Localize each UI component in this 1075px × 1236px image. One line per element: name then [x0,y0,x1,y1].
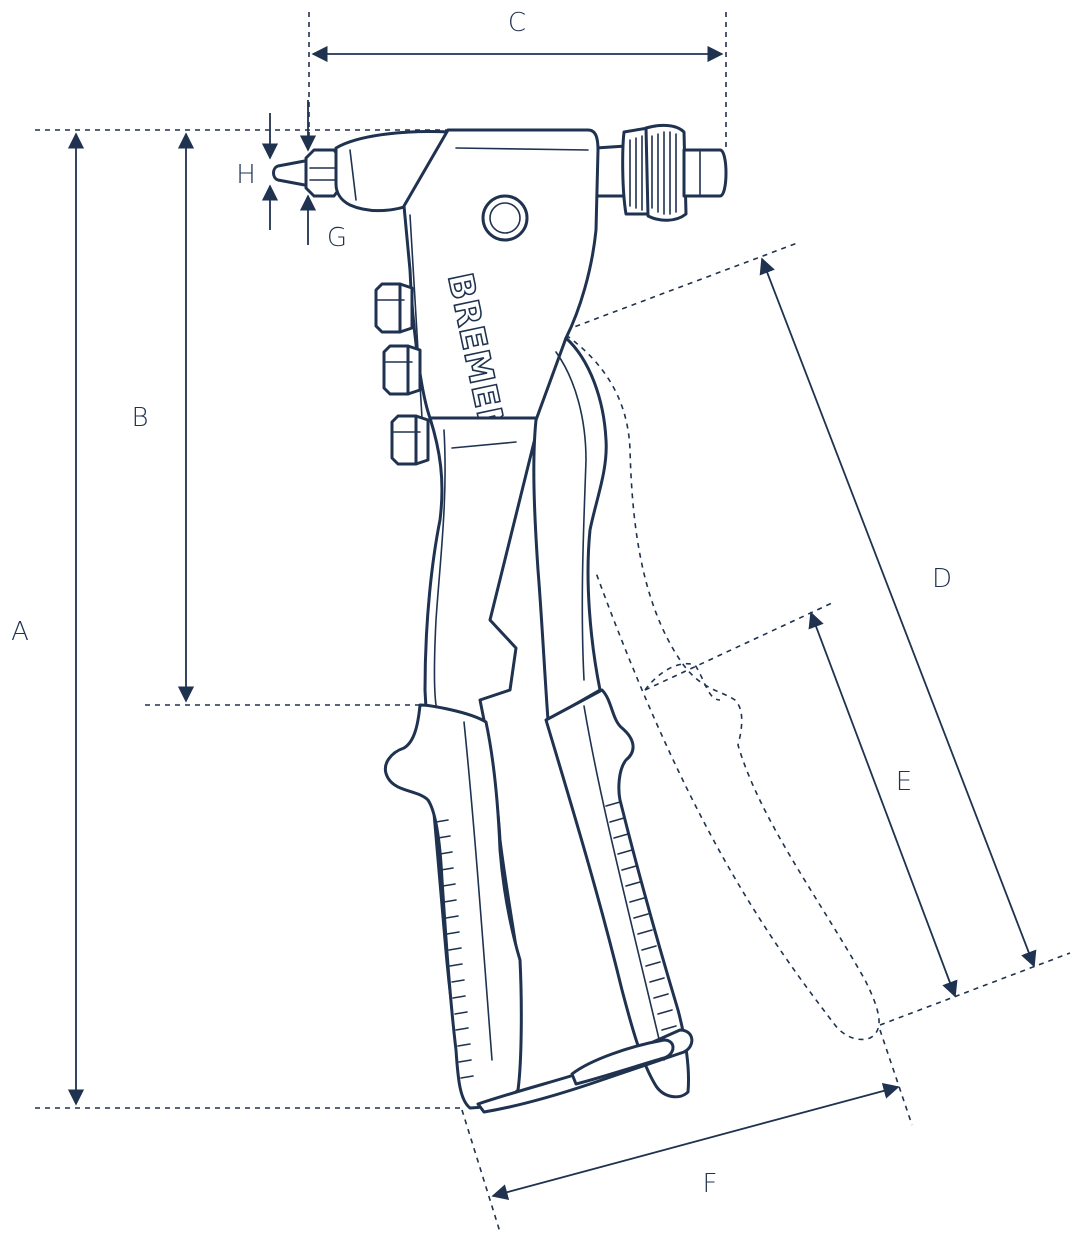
spare-nosepieces [374,282,430,466]
left-grip [383,703,523,1110]
label-d: D [932,564,952,594]
dimension-f-line [491,1082,900,1201]
label-e: E [896,767,912,797]
dimension-labels: A B C D E F G H [11,8,952,1199]
label-f: F [703,1169,718,1199]
label-h: H [236,160,256,190]
riveter-tool: BREMEN [272,123,728,1114]
label-c: C [508,8,526,38]
dimension-d-line [759,257,1037,968]
right-grip [544,688,690,1099]
label-g: G [327,223,347,253]
pivot-bolt [481,194,529,242]
label-a: A [11,617,29,647]
label-b: B [131,403,148,433]
dimension-arrows [67,45,1037,1201]
left-grip-ridges [435,819,474,1079]
open-handle-outline [565,334,880,1041]
upper-body [402,128,600,420]
rear-cap [682,148,728,198]
moving-handle [532,336,608,722]
dimension-e-line [808,611,958,998]
